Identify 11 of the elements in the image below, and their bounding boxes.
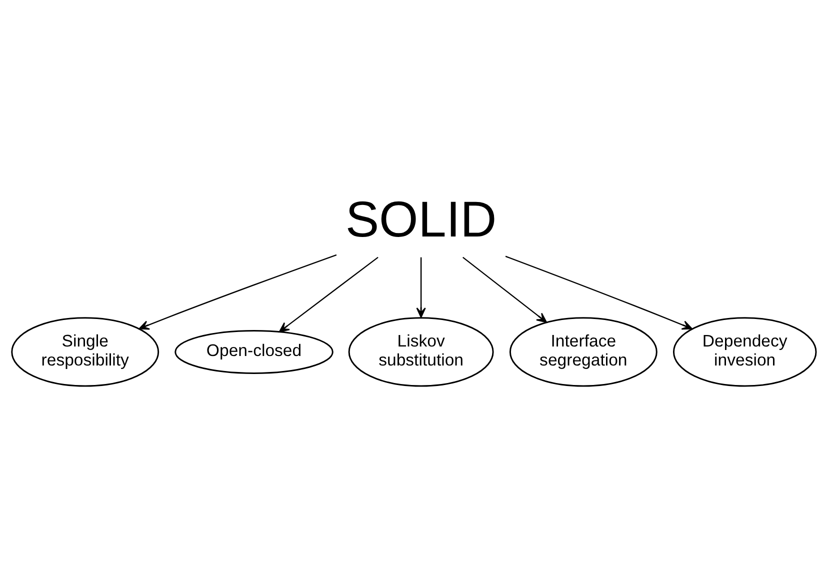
arrow	[416, 256, 426, 318]
node-text: SOLID	[345, 190, 497, 248]
arrow	[278, 256, 378, 332]
node-ellipse: Dependecy invesion	[672, 316, 817, 386]
node-ellipse: Open-closed	[174, 329, 334, 374]
arrow	[462, 256, 548, 322]
arrow	[138, 254, 337, 330]
node-ellipse: Single resposibility	[11, 316, 160, 386]
node-ellipse: Liskov substitution	[348, 316, 494, 386]
arrow	[505, 255, 692, 330]
node-ellipse: Interface segregation	[509, 316, 658, 386]
